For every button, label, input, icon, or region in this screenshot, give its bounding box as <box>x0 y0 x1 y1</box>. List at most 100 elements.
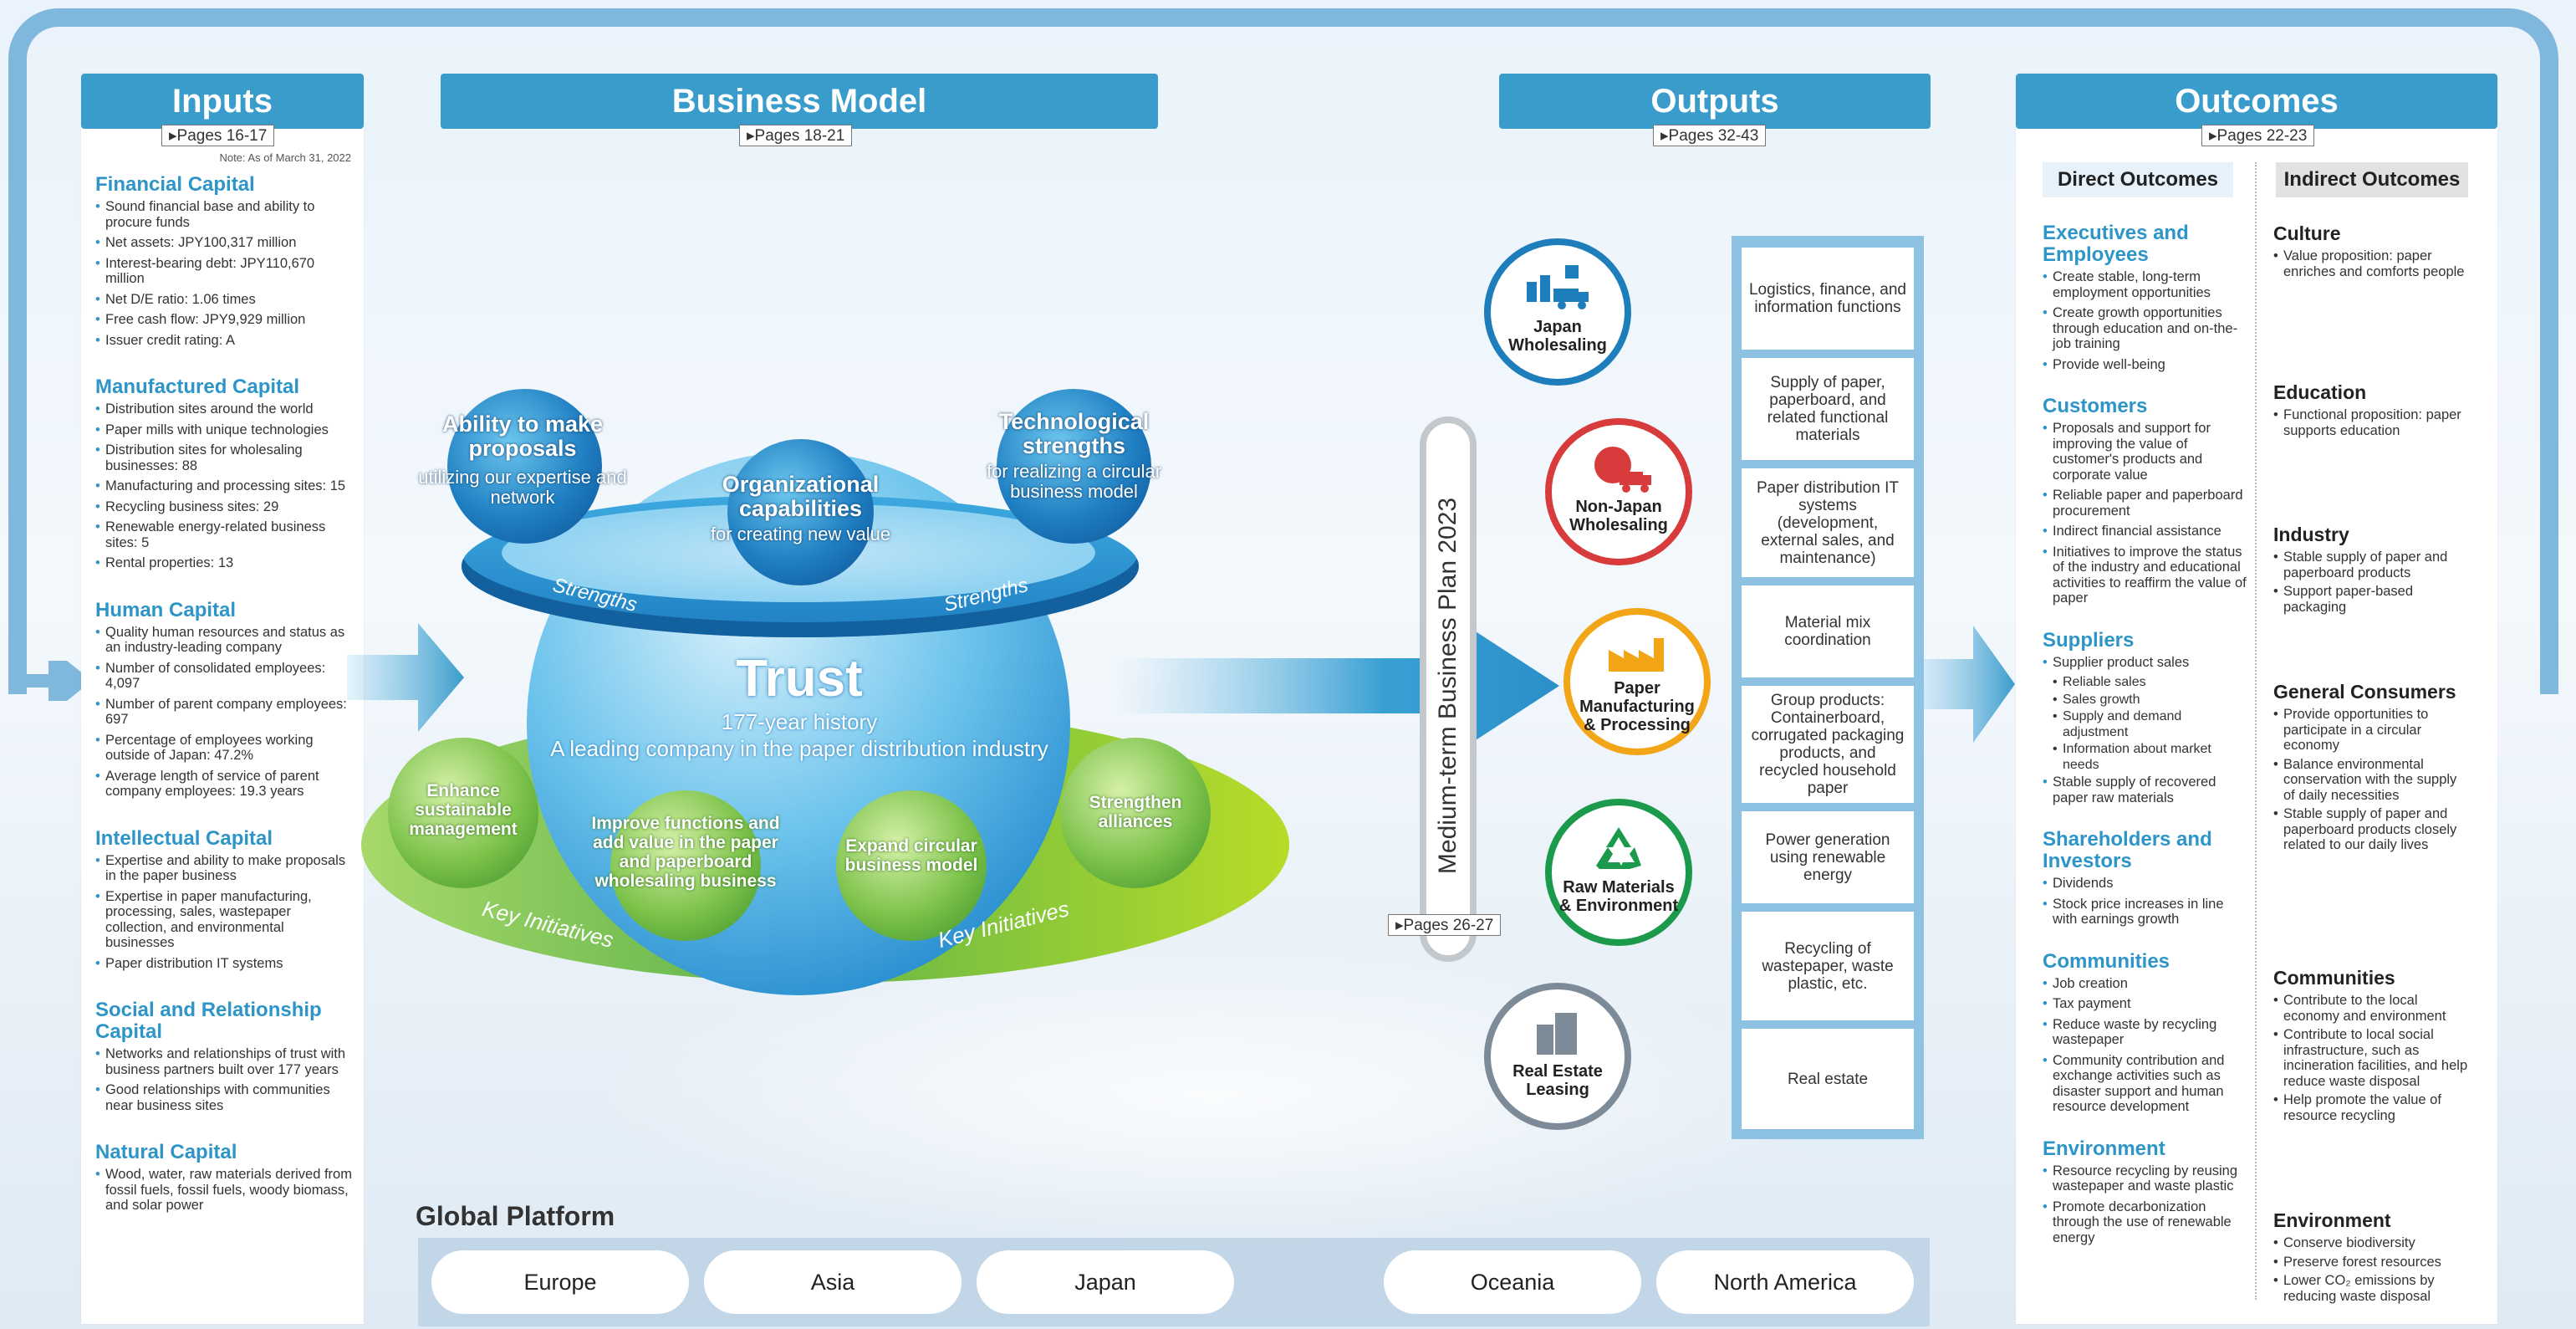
outcomes-divider <box>2255 162 2257 1300</box>
value-loop-frame <box>8 8 2558 694</box>
global-platform-title: Global Platform <box>416 1201 615 1231</box>
indirect-outcome-item: Functional proposition: paper supports e… <box>2273 407 2470 438</box>
function-box: Group products: Containerboard, corrugat… <box>1742 686 1914 803</box>
leading-company-text: A leading company in the paper distribut… <box>550 736 1048 761</box>
region-europe: Europe <box>431 1250 689 1314</box>
direct-outcome-item: Resource recycling by reusing wastepaper… <box>2043 1163 2247 1194</box>
indirect-outcomes-header: Indirect Outcomes <box>2276 162 2468 197</box>
inputs-note: Note: As of March 31, 2022 <box>219 151 351 164</box>
capital-title: Natural Capital <box>95 1141 237 1163</box>
capital-item: Average length of service of parent comp… <box>95 769 353 800</box>
indirect-outcome-item-list: Value proposition: paper enriches and co… <box>2273 248 2470 279</box>
direct-outcome-item: Create growth opportunities through educ… <box>2043 305 2247 352</box>
organizational-strength-sphere <box>727 439 874 585</box>
indirect-outcome-item: Conserve biodiversity <box>2273 1235 2470 1251</box>
inputs-header: Inputs <box>81 74 364 129</box>
outputs-pages-link[interactable]: Pages 32-43 <box>1653 125 1767 146</box>
direct-outcome-title: Executives and Employees <box>2043 222 2189 266</box>
function-box: Paper distribution IT systems (developme… <box>1742 468 1914 577</box>
capital-item: Net assets: JPY100,317 million <box>95 235 353 251</box>
outcomes-pages-link[interactable]: Pages 22-23 <box>2201 125 2315 146</box>
direct-outcomes-list: Executives and EmployeesCreate stable, l… <box>2043 222 2247 1269</box>
capital-item: Interest-bearing debt: JPY110,670 millio… <box>95 256 353 287</box>
capital-item: Good relationships with communities near… <box>95 1082 353 1113</box>
indirect-outcome-title: Education <box>2273 381 2367 403</box>
capital-item-list: Wood, water, raw materials derived from … <box>95 1167 353 1214</box>
function-box: Power generation using renewable energy <box>1742 811 1914 903</box>
direct-outcome-item-list: DividendsStock price increases in line w… <box>2043 876 2247 928</box>
initiative-sphere-4 <box>1060 738 1211 888</box>
direct-outcomes-header: Direct Outcomes <box>2043 162 2233 197</box>
function-box: Logistics, finance, and information func… <box>1742 248 1914 350</box>
function-box: Material mix coordination <box>1742 585 1914 677</box>
function-box: Real estate <box>1742 1029 1914 1129</box>
proposals-strength-text: Ability to make proposals utilizing our … <box>418 411 627 508</box>
japan-wholesaling-label: Japan Wholesaling <box>1508 318 1607 355</box>
direct-outcome-item: Stock price increases in line with earni… <box>2043 897 2247 928</box>
business-model-pages-link[interactable]: Pages 18-21 <box>739 125 853 146</box>
paper-manufacturing-circle: Paper Manufacturing & Processing <box>1563 608 1711 755</box>
initiative-sphere-2 <box>610 790 761 941</box>
direct-outcome-subitem: Information about market needs <box>2053 742 2247 773</box>
globe-truck-icon <box>1594 447 1651 493</box>
indirect-outcome-item: Balance environmental conservation with … <box>2273 757 2470 804</box>
business-model-header: Business Model <box>441 74 1158 129</box>
direct-outcome-item: Dividends <box>2043 876 2247 892</box>
indirect-outcome-item-list: Conserve biodiversityPreserve forest res… <box>2273 1235 2470 1304</box>
capital-title: Human Capital <box>95 598 237 621</box>
organizational-strength-text: Organizational capabilities for creating… <box>710 472 891 544</box>
capital-item: Manufacturing and processing sites: 15 <box>95 478 353 494</box>
proposals-strength-sphere <box>447 389 602 544</box>
direct-outcome-item: Proposals and support for improving the … <box>2043 421 2247 483</box>
raw-materials-circle: Raw Materials & Environment <box>1545 799 1692 946</box>
direct-outcome-item: Initiatives to improve the status of the… <box>2043 544 2247 606</box>
capital-item: Expertise and ability to make proposals … <box>95 853 353 884</box>
capital-item: Renewable energy-related business sites:… <box>95 519 353 550</box>
recycle-icon <box>1596 827 1641 869</box>
arrow-right-icon <box>347 623 464 732</box>
direct-outcome-title: Suppliers <box>2043 628 2135 652</box>
indirect-outcome-title: Environment <box>2273 1209 2391 1231</box>
capital-item: Recycling business sites: 29 <box>95 499 353 515</box>
indirect-outcome-group: CultureValue proposition: paper enriches… <box>2273 222 2470 283</box>
capital-item: Distribution sites for wholesaling busin… <box>95 442 353 473</box>
capital-item: Number of consolidated employees: 4,097 <box>95 661 353 692</box>
indirect-outcome-item: Provide opportunities to participate in … <box>2273 707 2470 754</box>
capital-item: Quality human resources and status as an… <box>95 625 353 656</box>
indirect-outcome-item: Contribute to the local economy and envi… <box>2273 993 2470 1024</box>
function-box: Supply of paper, paperboard, and related… <box>1742 358 1914 460</box>
loop-arrow-icon <box>17 661 92 701</box>
indirect-outcome-item: Help promote the value of resource recyc… <box>2273 1092 2470 1123</box>
direct-outcome-subitem: Sales growth <box>2053 693 2247 708</box>
indirect-outcome-item: Value proposition: paper enriches and co… <box>2273 248 2470 279</box>
arrow-right-icon <box>1915 626 2015 743</box>
warehouse-truck-icon <box>1527 265 1589 309</box>
raw-materials-label: Raw Materials & Environment <box>1558 878 1679 915</box>
capital-title: Intellectual Capital <box>95 826 273 850</box>
history-text: 177-year history <box>721 709 878 734</box>
capital-item: Networks and relationships of trust with… <box>95 1046 353 1077</box>
indirect-outcome-item: Stable supply of paper and paperboard pr… <box>2273 806 2470 853</box>
initiative-text-3: Expand circular business model <box>844 836 978 875</box>
medium-term-plan-bar <box>1420 417 1477 962</box>
initiative-text-2: Improve functions and add value in the p… <box>591 814 780 891</box>
direct-outcome-item-list: Supplier product salesReliable salesSale… <box>2043 655 2247 806</box>
direct-outcome-item: Reliable paper and paperboard procuremen… <box>2043 488 2247 519</box>
indirect-outcome-item: Lower CO₂ emissions by reducing waste di… <box>2273 1273 2470 1304</box>
indirect-outcome-item: Support paper-based packaging <box>2273 584 2470 615</box>
capital-item: Distribution sites around the world <box>95 401 353 417</box>
plan-pages-link[interactable]: Pages 26-27 <box>1388 914 1502 936</box>
region-north-america: North America <box>1656 1250 1914 1314</box>
non-japan-wholesaling-circle: Non-Japan Wholesaling <box>1545 418 1692 565</box>
direct-outcome-item: Tax payment <box>2043 996 2247 1012</box>
indirect-outcome-title: General Consumers <box>2273 681 2456 703</box>
direct-outcome-item: Create stable, long-term employment oppo… <box>2043 269 2247 300</box>
technological-strength-text: Technological strengths for realizing a … <box>986 409 1162 502</box>
capital-title: Manufactured Capital <box>95 376 300 398</box>
capital-item-list: Distribution sites around the worldPaper… <box>95 401 353 571</box>
region-oceania: Oceania <box>1384 1250 1641 1314</box>
outputs-header: Outputs <box>1499 74 1931 129</box>
indirect-outcome-item: Preserve forest resources <box>2273 1255 2470 1270</box>
inputs-pages-link[interactable]: Pages 16-17 <box>161 125 275 146</box>
real-estate-leasing-label: Real Estate Leasing <box>1512 1062 1603 1099</box>
